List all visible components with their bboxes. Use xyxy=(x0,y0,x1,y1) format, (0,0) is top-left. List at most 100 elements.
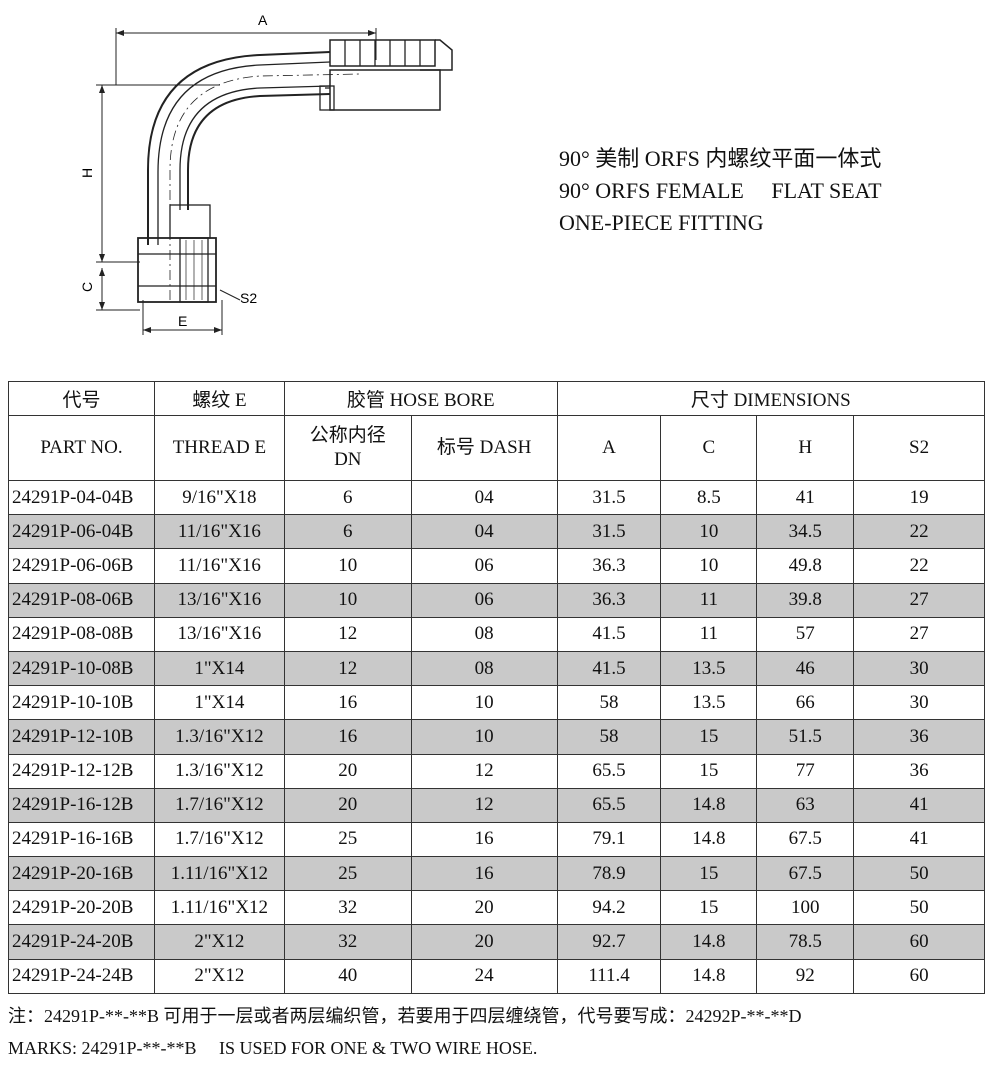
specification-table: 代号 螺纹 E 胶管 HOSE BORE 尺寸 DIMENSIONS PART … xyxy=(8,381,986,994)
cell-dim-s2: 30 xyxy=(853,685,985,721)
cell-dn: 12 xyxy=(283,650,412,687)
cell-dim-s2: 60 xyxy=(853,958,985,994)
cell-dim-h: 63 xyxy=(756,787,855,823)
cell-thread: 1.7/16"X12 xyxy=(153,821,285,858)
cell-dn: 32 xyxy=(283,890,412,926)
cell-dim-h: 51.5 xyxy=(756,719,855,755)
header-part-no: PART NO. xyxy=(8,415,155,481)
note-chinese: 注：24291P-**-**B 可用于一层或者两层编织管，若要用于四层缠绕管，代… xyxy=(8,1006,802,1026)
cell-dim-s2: 60 xyxy=(853,924,985,960)
cell-thread: 1"X14 xyxy=(153,650,285,687)
cell-dim-a: 36.3 xyxy=(556,582,662,618)
cell-dash: 04 xyxy=(410,479,558,516)
cell-dim-h: 41 xyxy=(756,479,855,516)
cell-dim-c: 15 xyxy=(660,719,758,755)
cell-part-no: 24291P-08-06B xyxy=(8,582,155,618)
cell-dim-a: 31.5 xyxy=(556,514,662,550)
cell-dim-a: 58 xyxy=(556,685,662,721)
cell-dim-a: 92.7 xyxy=(556,924,662,960)
cell-dash: 12 xyxy=(410,753,558,789)
cell-part-no: 24291P-16-12B xyxy=(8,787,155,823)
cell-dash: 08 xyxy=(410,650,558,687)
cell-dim-c: 10 xyxy=(660,514,758,550)
cell-dim-a: 78.9 xyxy=(556,856,662,892)
title-line-english-2: ONE-PIECE FITTING xyxy=(559,210,764,235)
cell-dn: 20 xyxy=(283,787,412,823)
cell-thread: 11/16"X16 xyxy=(153,514,285,550)
cell-dn: 25 xyxy=(283,821,412,858)
cell-dim-c: 10 xyxy=(660,548,758,584)
cell-thread: 1"X14 xyxy=(153,685,285,721)
note-english: MARKS: 24291P-**-**B IS USED FOR ONE & T… xyxy=(8,1038,538,1058)
cell-part-no: 24291P-16-16B xyxy=(8,821,155,858)
cell-dn: 16 xyxy=(283,685,412,721)
cell-thread: 1.11/16"X12 xyxy=(153,856,285,892)
cell-thread: 11/16"X16 xyxy=(153,548,285,584)
cell-dash: 06 xyxy=(410,548,558,584)
header-dash: 标号 DASH xyxy=(410,415,558,481)
cell-part-no: 24291P-20-16B xyxy=(8,856,155,892)
cell-dim-s2: 36 xyxy=(853,719,985,755)
cell-part-no: 24291P-12-10B xyxy=(8,719,155,755)
cell-dash: 16 xyxy=(410,821,558,858)
cell-dim-c: 14.8 xyxy=(660,787,758,823)
cell-dim-c: 14.8 xyxy=(660,821,758,858)
dim-label-a: A xyxy=(258,12,268,28)
cell-dim-c: 15 xyxy=(660,890,758,926)
cell-dim-s2: 19 xyxy=(853,479,985,516)
cell-dn: 20 xyxy=(283,753,412,789)
notes: 注：24291P-**-**B 可用于一层或者两层编织管，若要用于四层缠绕管，代… xyxy=(8,1000,802,1064)
cell-dn: 6 xyxy=(283,479,412,516)
cell-dn: 40 xyxy=(283,958,412,994)
header-h: H xyxy=(756,415,855,481)
fitting-drawing: A H C E S2 xyxy=(79,12,453,335)
cell-dim-s2: 30 xyxy=(853,650,985,687)
cell-dash: 12 xyxy=(410,787,558,823)
header-dn-en: DN xyxy=(334,449,362,470)
cell-dim-s2: 50 xyxy=(853,890,985,926)
dim-label-c: C xyxy=(79,282,95,292)
header-c: C xyxy=(660,415,758,481)
header-dn: 公称内径 DN xyxy=(283,415,412,481)
cell-dash: 08 xyxy=(410,616,558,652)
cell-dim-h: 49.8 xyxy=(756,548,855,584)
cell-dim-s2: 22 xyxy=(853,548,985,584)
header-hose-bore: 胶管 HOSE BORE xyxy=(283,381,558,416)
cell-thread: 1.3/16"X12 xyxy=(153,753,285,789)
header-dimensions: 尺寸 DIMENSIONS xyxy=(556,381,986,416)
cell-dim-a: 41.5 xyxy=(556,650,662,687)
cell-dn: 25 xyxy=(283,856,412,892)
cell-dim-c: 15 xyxy=(660,753,758,789)
cell-dim-c: 13.5 xyxy=(660,685,758,721)
cell-part-no: 24291P-06-04B xyxy=(8,514,155,550)
cell-thread: 2"X12 xyxy=(153,924,285,960)
cell-dim-s2: 41 xyxy=(853,821,985,858)
cell-dim-a: 111.4 xyxy=(556,958,662,994)
cell-thread: 9/16"X18 xyxy=(153,479,285,516)
header-s2: S2 xyxy=(853,415,985,481)
cell-dim-h: 77 xyxy=(756,753,855,789)
header-thread-e: THREAD E xyxy=(153,415,285,481)
cell-dn: 6 xyxy=(283,514,412,550)
cell-dim-h: 67.5 xyxy=(756,821,855,858)
cell-dim-c: 15 xyxy=(660,856,758,892)
product-title: 90° 美制 ORFS 内螺纹平面一体式 90° ORFS FEMALE FLA… xyxy=(559,143,882,239)
cell-dim-s2: 50 xyxy=(853,856,985,892)
cell-dash: 16 xyxy=(410,856,558,892)
cell-thread: 1.3/16"X12 xyxy=(153,719,285,755)
cell-dim-h: 100 xyxy=(756,890,855,926)
cell-dim-a: 58 xyxy=(556,719,662,755)
cell-dn: 10 xyxy=(283,582,412,618)
cell-thread: 13/16"X16 xyxy=(153,582,285,618)
cell-part-no: 24291P-10-10B xyxy=(8,685,155,721)
cell-part-no: 24291P-10-08B xyxy=(8,650,155,687)
